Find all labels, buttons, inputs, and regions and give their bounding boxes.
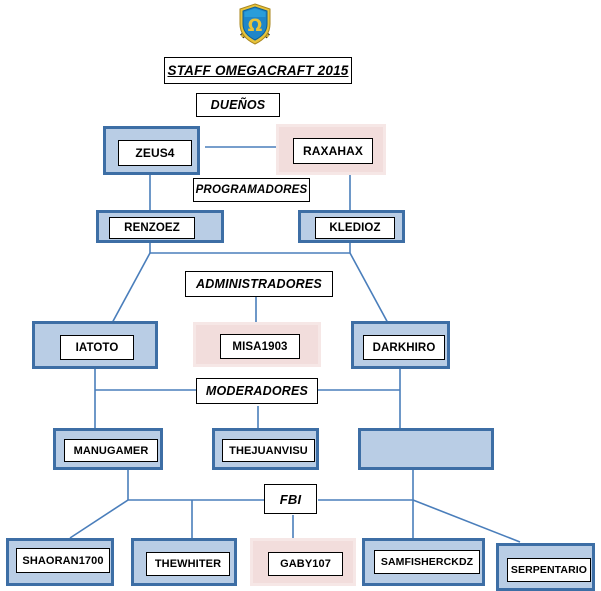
nameplate: GABY107 xyxy=(268,552,343,576)
nameplate: RAXAHAX xyxy=(293,138,373,164)
node-raxahax[interactable]: RAXAHAX xyxy=(276,124,386,175)
svg-text:Ω: Ω xyxy=(248,16,262,36)
node-zeus4[interactable]: ZEUS4 xyxy=(103,126,200,175)
nameplate: THEWHITER xyxy=(146,552,230,576)
nameplate: SERPENTARIO xyxy=(507,558,591,582)
section-label-moderadores: MODERADORES xyxy=(196,378,318,404)
omegacraft-shield-logo: Ω xyxy=(236,2,274,46)
nameplate: SAMFISHERCKDZ xyxy=(374,550,480,574)
node-gaby107[interactable]: GABY107 xyxy=(250,538,356,586)
node-samfisherckdz[interactable]: SAMFISHERCKDZ xyxy=(362,538,485,586)
nameplate: MANUGAMER xyxy=(64,439,158,462)
node-renzoez[interactable]: RENZOEZ xyxy=(96,210,224,243)
nameplate: KLEDIOZ xyxy=(315,217,395,239)
node-misa1903[interactable]: MISA1903 xyxy=(193,322,321,367)
page-title: STAFF OMEGACRAFT 2015 xyxy=(164,57,352,84)
node-serpentario[interactable]: SERPENTARIO xyxy=(496,543,595,591)
node-thejuanvisu[interactable]: THEJUANVISU xyxy=(212,428,319,470)
node-moderator-empty[interactable] xyxy=(358,428,494,470)
node-manugamer[interactable]: MANUGAMER xyxy=(53,428,163,470)
nameplate: THEJUANVISU xyxy=(222,439,315,462)
node-kledioz[interactable]: KLEDIOZ xyxy=(298,210,405,243)
section-label-fbi: FBI xyxy=(264,484,317,514)
nameplate: MISA1903 xyxy=(220,334,300,359)
nameplate: RENZOEZ xyxy=(109,217,195,239)
section-label-programadores: PROGRAMADORES xyxy=(193,178,310,202)
nameplate: IATOTO xyxy=(60,335,134,360)
section-label-administradores: ADMINISTRADORES xyxy=(185,271,333,297)
section-label-duenos: DUEÑOS xyxy=(196,93,280,117)
node-shaoran1700[interactable]: SHAORAN1700 xyxy=(6,538,114,586)
node-iatoto[interactable]: IATOTO xyxy=(32,321,158,369)
nameplate: DARKHIRO xyxy=(363,335,445,360)
node-thewhiter[interactable]: THEWHITER xyxy=(131,538,237,586)
nameplate: SHAORAN1700 xyxy=(16,548,110,573)
node-darkhiro[interactable]: DARKHIRO xyxy=(351,321,450,369)
nameplate: ZEUS4 xyxy=(118,140,192,166)
